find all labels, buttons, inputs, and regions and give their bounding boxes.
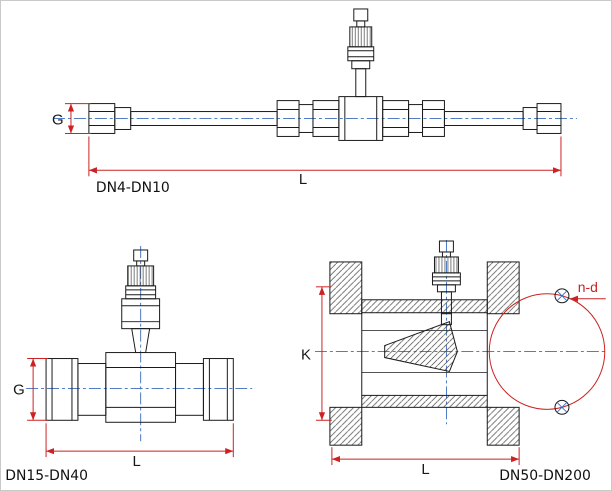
bl-view-label: DN15-DN40 bbox=[5, 468, 88, 484]
nd-label: n-d bbox=[578, 279, 598, 295]
bl-g-label: G bbox=[13, 381, 25, 398]
bolt-hole-top bbox=[554, 288, 570, 304]
br-flanges bbox=[329, 261, 520, 446]
center-union bbox=[276, 96, 445, 141]
bottom-left-view: G L DN15-DN40 bbox=[5, 245, 253, 484]
bl-l-dimension: L bbox=[45, 423, 234, 470]
bl-l-label: L bbox=[133, 453, 141, 470]
br-turbine-rotor bbox=[384, 312, 458, 373]
br-sensor-stack bbox=[431, 240, 461, 315]
bottom-right-view: K L n-d DN50-DN200 bbox=[301, 240, 606, 484]
bl-horizontal-body bbox=[45, 352, 234, 423]
br-k-dimension: K bbox=[301, 286, 332, 421]
top-g-label: G bbox=[52, 111, 64, 128]
br-meter-body bbox=[329, 240, 520, 446]
top-g-dimension: G bbox=[52, 103, 91, 134]
top-view-label: DN4-DN10 bbox=[96, 180, 170, 196]
bl-sensor-stack bbox=[121, 249, 161, 354]
br-view-label: DN50-DN200 bbox=[499, 468, 591, 484]
br-l-dimension: L bbox=[331, 447, 520, 478]
sensor-stack bbox=[347, 8, 375, 98]
top-l-dimension: L bbox=[88, 136, 562, 188]
top-l-label: L bbox=[299, 171, 307, 188]
top-view: G L DN4-DN10 bbox=[52, 8, 577, 196]
br-bolt-circle: n-d bbox=[488, 279, 606, 415]
bolt-hole-bottom bbox=[554, 399, 570, 415]
bl-meter-body bbox=[45, 249, 234, 423]
br-k-label: K bbox=[301, 347, 311, 364]
right-hex-fitting bbox=[522, 103, 562, 134]
br-pipe-walls bbox=[361, 299, 488, 408]
top-meter-body bbox=[88, 8, 562, 141]
bl-g-dimension: G bbox=[13, 358, 49, 421]
br-l-label: L bbox=[421, 461, 429, 478]
